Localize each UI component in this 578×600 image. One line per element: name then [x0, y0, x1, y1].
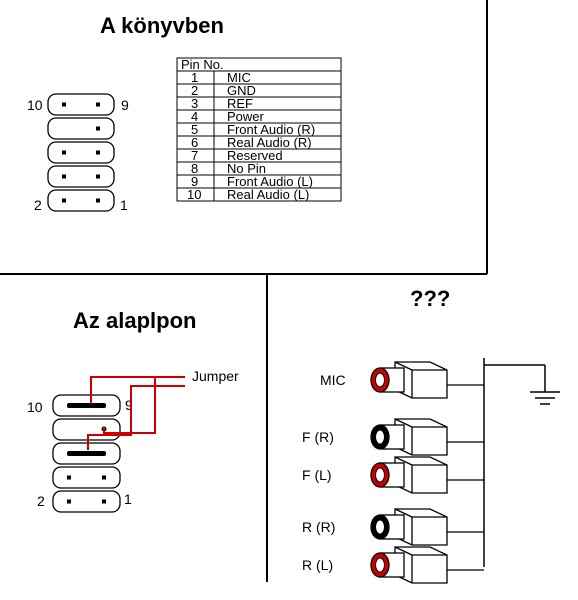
pin-table-name: Front Audio (L) [227, 174, 313, 189]
pin-table-name-cell [213, 187, 342, 202]
audio-jack-label: R (L) [302, 557, 333, 573]
board-title: Az alaplpon [73, 308, 196, 333]
pin-table-no: 1 [191, 70, 198, 85]
pin-table-name: Real Audio (R) [227, 135, 312, 150]
pin-table-no: 10 [187, 187, 201, 202]
panel-dividers [0, 0, 488, 582]
pin-table-no: 8 [191, 161, 198, 176]
board-header-pin [102, 499, 106, 504]
pin-table-no: 4 [191, 109, 198, 124]
book-label-2: 2 [34, 197, 42, 213]
board-header-jumper-bar [67, 451, 106, 456]
book-header-row-3 [47, 141, 115, 164]
book-header-pin [96, 198, 100, 203]
book-header-pin [62, 102, 66, 107]
audio-jack-label: R (R) [302, 519, 335, 535]
pin-table-no: 3 [191, 96, 198, 111]
book-label-9: 9 [121, 97, 129, 113]
board-header-row-4 [52, 466, 121, 489]
pin-table-no: 6 [191, 135, 198, 150]
book-header-pin [96, 150, 100, 155]
book-header-pin [96, 102, 100, 107]
jumper-wire-inner [87, 385, 185, 450]
pin-table-no: 7 [191, 148, 198, 163]
board-header-pin [102, 475, 106, 480]
board-header-row-2 [52, 418, 121, 441]
board-label-2: 2 [37, 493, 45, 509]
board-header-row-5 [52, 490, 121, 513]
book-header-row-2 [47, 117, 115, 140]
audio-jack: R (L) [302, 546, 484, 584]
pin-table-name: GND [227, 83, 256, 98]
pin-table-header: Pin No. [181, 57, 224, 72]
pin-table-name: MIC [227, 70, 251, 85]
book-header-pin [62, 174, 66, 179]
board-header-pin [67, 475, 71, 480]
pin-table-name: REF [227, 96, 253, 111]
audio-jacks: MIC F (R) F (L) R (R) R (L) [302, 361, 484, 584]
book-header-pin [62, 198, 66, 203]
book-pin-header [47, 93, 115, 212]
book-header-row-1 [47, 93, 115, 116]
audio-jack: R (R) [302, 508, 484, 546]
board-header-jumper-bar [67, 403, 106, 408]
pin-table-name: No Pin [227, 161, 266, 176]
book-title: A könyvben [100, 13, 224, 38]
jumper-wire-outer [90, 376, 156, 434]
book-header-row-4 [47, 165, 115, 188]
audio-jack-label: F (L) [302, 467, 332, 483]
book-header-pin [96, 126, 100, 131]
audio-jack-label: MIC [320, 372, 346, 388]
book-header-pin [96, 174, 100, 179]
audio-jack: F (L) [302, 456, 484, 494]
pin-table-name: Power [227, 109, 265, 124]
pin-table-name: Reserved [227, 148, 283, 163]
pin-table-no: 9 [191, 174, 198, 189]
board-pin-header [52, 394, 121, 513]
board-label-1: 1 [124, 491, 132, 507]
book-label-1: 1 [120, 197, 128, 213]
board-label-10: 10 [27, 399, 43, 415]
audio-jack-label: F (R) [302, 429, 334, 445]
ground-icon [484, 364, 560, 405]
book-header-pin [62, 150, 66, 155]
unknown-title: ??? [410, 286, 450, 311]
board-header-pin [67, 499, 71, 504]
jumper-label: Jumper [192, 368, 239, 384]
pin-table-no: 2 [191, 83, 198, 98]
board-label-9: 9 [125, 397, 133, 413]
pin-table-name: Front Audio (R) [227, 122, 315, 137]
audio-jack: MIC [320, 361, 484, 399]
pin-table-no: 5 [191, 122, 198, 137]
pin-table-name: Real Audio (L) [227, 187, 309, 202]
book-header-row-5 [47, 189, 115, 212]
book-label-10: 10 [27, 97, 43, 113]
jumper-wires [87, 376, 185, 450]
audio-jack: F (R) [302, 418, 484, 456]
